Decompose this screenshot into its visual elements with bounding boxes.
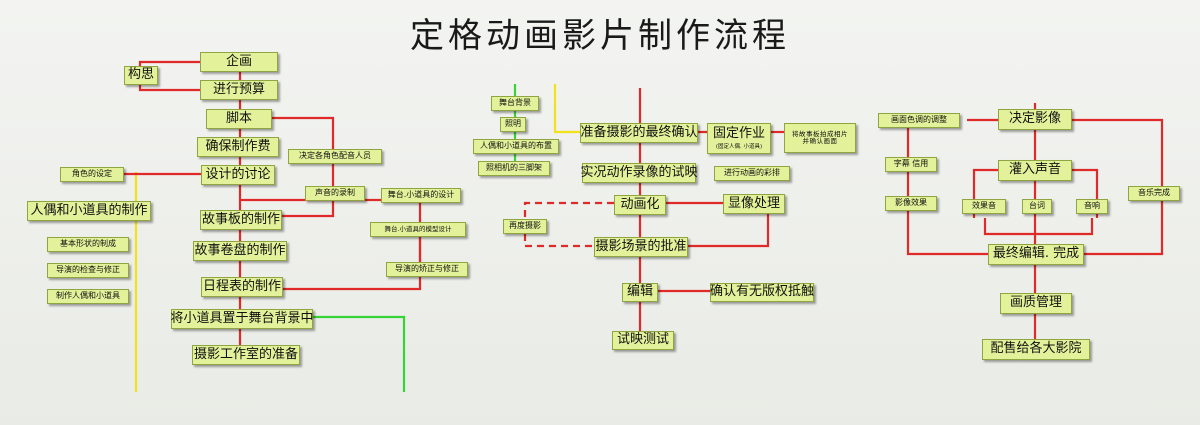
zaidu-sheying-node[interactable]: 再度摄影 xyxy=(503,219,547,234)
renou-daoju-node[interactable]: 人偶和小道具的制作 xyxy=(27,201,151,221)
peiyin-node[interactable]: 决定各角色配音人员 xyxy=(288,149,382,164)
bianji-node[interactable]: 编辑 xyxy=(622,283,658,302)
moxing-sheji-node[interactable]: 舞台.小道具的模型设计 xyxy=(370,222,466,237)
jiben-xingzhuang-node[interactable]: 基本形状的制成 xyxy=(47,237,129,252)
yellow-connector xyxy=(553,84,580,134)
daoyan-jiaozheng-node[interactable]: 导演的矫正与修正 xyxy=(386,262,468,277)
shengyin-luzhi-node[interactable]: 声音的录制 xyxy=(305,186,365,201)
guding-zuoye-sub: (固定人偶. 小道具) xyxy=(715,143,763,150)
guding-zuoye-node[interactable]: 固定作业 (固定人偶. 小道具) xyxy=(707,123,771,154)
gushiban-node[interactable]: 故事板的制作 xyxy=(200,210,282,230)
semiao-node[interactable]: 画面色调的调整 xyxy=(878,113,960,128)
gushiban-paishe-label: 将故事板拍成相片并确认画面 xyxy=(792,129,848,145)
sheyingshi-node[interactable]: 摄影工作室的准备 xyxy=(192,345,300,365)
qihua-node[interactable]: 企画 xyxy=(200,52,278,72)
taici-node[interactable]: 台词 xyxy=(1022,199,1052,214)
richengbiao-node[interactable]: 日程表的制作 xyxy=(201,277,283,297)
guanru-shengyin-node[interactable]: 灌入声音 xyxy=(998,160,1072,181)
yusuan-node[interactable]: 进行预算 xyxy=(200,80,278,100)
xiaoguoyin-node[interactable]: 效果音 xyxy=(962,199,1006,214)
daoyan-jiancha-node[interactable]: 导演的检查与修正 xyxy=(47,263,129,278)
page-title: 定格动画影片制作流程 xyxy=(410,16,790,56)
peishou-node[interactable]: 配售给各大影院 xyxy=(982,339,1090,360)
buzhi-node[interactable]: 人偶和小道具的布置 xyxy=(473,139,559,154)
huazhi-node[interactable]: 画质管理 xyxy=(1000,293,1072,314)
gushiban-paishe-node[interactable]: 将故事板拍成相片并确认画面 xyxy=(784,123,856,153)
yinyue-node[interactable]: 音乐完成 xyxy=(1128,186,1180,201)
pizhun-node[interactable]: 摄影场景的批准 xyxy=(594,237,688,257)
zuizhong-bianji-node[interactable]: 最终编辑. 完成 xyxy=(988,244,1084,265)
jueding-yingxiang-node[interactable]: 决定影像 xyxy=(998,109,1072,130)
zuizhong-queren-node[interactable]: 准备摄影的最终确认 xyxy=(580,123,698,143)
donghuahua-node[interactable]: 动画化 xyxy=(614,195,666,215)
zhizuo-renou-node[interactable]: 制作人偶和小道具 xyxy=(47,289,129,304)
yingxiang-xiaoguo-node[interactable]: 影像效果 xyxy=(885,196,937,211)
sheji-taolun-node[interactable]: 设计的讨论 xyxy=(201,165,275,185)
gushi-juanpan-node[interactable]: 故事卷盘的制作 xyxy=(193,241,287,261)
shikuang-node[interactable]: 实况动作录像的试映 xyxy=(581,163,698,183)
zhaoming-node[interactable]: 照明 xyxy=(500,117,526,132)
juese-sheding-node[interactable]: 角色的设定 xyxy=(60,167,124,182)
jiaoben-node[interactable]: 脚本 xyxy=(206,109,272,129)
banquan-node[interactable]: 确认有无版权抵触 xyxy=(710,283,814,302)
fangzhi-daoju-node[interactable]: 将小道具置于舞台背景中 xyxy=(171,309,314,329)
sanjiaojia-node[interactable]: 照相机的三脚架 xyxy=(478,161,550,176)
zimu-node[interactable]: 字幕 信用 xyxy=(885,157,937,172)
shiying-node[interactable]: 试映测试 xyxy=(612,331,674,350)
xianxiang-node[interactable]: 显像处理 xyxy=(723,194,785,214)
guding-zuoye-label: 固定作业 xyxy=(712,126,765,142)
gousi-node[interactable]: 构思 xyxy=(124,66,158,85)
wutai-sheji-node[interactable]: 舞台.小道具的设计 xyxy=(381,188,461,203)
yinxiang-node[interactable]: 音响 xyxy=(1076,199,1108,214)
wutai-beijing-node[interactable]: 舞台背景 xyxy=(491,96,539,111)
caipai-node[interactable]: 进行动画的彩排 xyxy=(714,166,790,181)
zhizuofei-node[interactable]: 确保制作费 xyxy=(197,137,279,157)
